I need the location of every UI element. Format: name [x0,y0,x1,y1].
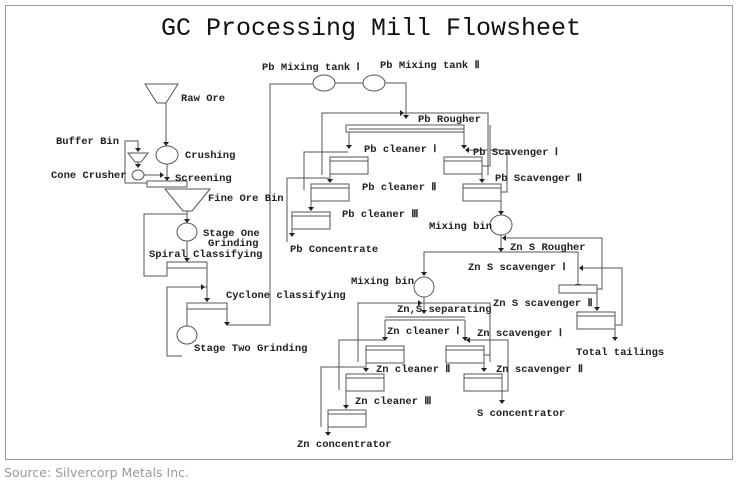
label-zn-cleaner-3: Zn cleaner Ⅲ [355,395,432,408]
pb-scavenger-1-cell [443,156,483,175]
label-cone-crusher: Cone Crusher [51,170,127,182]
label-zn-scavenger-1: Zn scavenger Ⅰ [477,327,562,340]
label-zn-cleaner-1: Zn cleaner Ⅰ [387,325,459,338]
cone-crusher-unit [131,169,145,181]
pb-cleaner-1-cell [329,156,369,175]
label-total-tailings: Total tailings [576,347,664,359]
zns-scavenger-2-cell [576,311,616,330]
pb-mixing-tank-1 [312,74,336,92]
label-pb-scavenger-1: Pb Scavenger Ⅰ [473,146,558,159]
cyclone-classifier [186,302,228,310]
stage-one-grinding-mill [176,222,198,242]
label-screening: Screening [175,173,232,185]
crushing-unit [155,145,179,165]
screening-unit [146,180,188,188]
source-caption: Source: Silvercorp Metals Inc. [4,465,189,480]
label-zns-scavenger-2: Zn S scavenger Ⅱ [493,297,593,310]
label-pb-concentrate: Pb Concentrate [290,244,378,256]
zn-cleaner-3-cell [327,409,367,428]
stage-two-grinding-mill [176,325,198,345]
label-fine-ore-bin: Fine Ore Bin [208,193,284,205]
zn-scavenger-1-cell [445,345,485,364]
label-mixing-bin-2: Mixing bin [351,276,414,288]
zn-cleaner-2-cell [345,373,385,392]
mixing-bin-2 [413,276,435,298]
buffer-bin [126,152,150,163]
label-zn-concentrator: Zn concentrator [297,439,392,451]
pb-cleaner-2-cell [310,183,350,202]
label-stage-one-grinding: Grinding [208,238,258,250]
label-zn-cleaner-2: Zn cleaner Ⅱ [376,363,450,376]
label-pb-mixing-tank-1: Pb Mixing tank Ⅰ [262,61,360,74]
zn-scavenger-2-cell [463,373,503,392]
label-cyclone-classifying: Cyclone classifying [226,290,346,302]
mixing-bin-1 [489,214,513,236]
label-zns-rougher: Zn S Rougher [510,242,586,254]
label-raw-ore: Raw Ore [181,93,225,105]
label-stage-two-grinding: Stage Two Grinding [194,343,307,355]
zns-scavenger-1-cell [558,284,598,294]
pb-cleaner-3-cell [291,211,331,230]
label-stage-one: Stage One [203,228,260,240]
label-mixing-bin-1: Mixing bin [429,221,492,233]
pb-mixing-tank-2 [362,74,386,92]
label-s-concentrator: S concentrator [477,408,565,420]
raw-ore-hopper [144,83,179,104]
label-zns-separating: Zn,S separating [397,304,492,316]
label-pb-cleaner-3: Pb cleaner Ⅲ [342,208,419,221]
label-pb-mixing-tank-2: Pb Mixing tank Ⅱ [380,59,480,72]
label-zn-scavenger-2: Zn scavenger Ⅱ [496,363,583,376]
label-zns-scavenger-1: Zn S scavenger Ⅰ [468,261,566,274]
spiral-classifier [166,261,208,269]
zn-cleaner-1-cell [365,345,405,364]
label-buffer-bin: Buffer Bin [56,136,119,148]
label-pb-cleaner-1: Pb cleaner Ⅰ [364,143,436,156]
pb-scavenger-2-cell [462,183,502,202]
label-pb-scavenger-2: Pb Scavenger Ⅱ [495,172,582,185]
label-pb-cleaner-2: Pb cleaner Ⅱ [362,181,436,194]
page-title: GC Processing Mill Flowsheet [160,14,582,43]
label-crushing: Crushing [185,150,235,162]
label-spiral-classifying: Spiral Classifying [149,249,262,261]
label-pb-rougher: Pb Rougher [418,114,481,126]
fine-ore-bin [163,188,212,212]
